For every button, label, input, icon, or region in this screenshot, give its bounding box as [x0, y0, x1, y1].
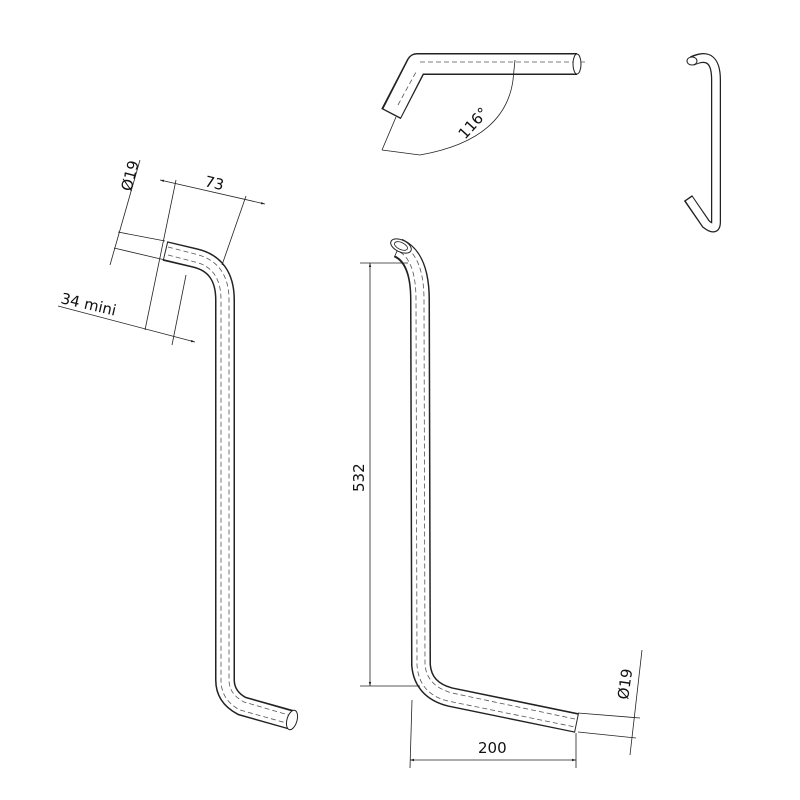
- dimension-73: 73: [144, 172, 266, 331]
- dimension-532: 532: [350, 262, 420, 687]
- tube-top-view: 116°: [381, 53, 588, 156]
- dimension-label-diameter-bottom: Ø19: [614, 667, 636, 700]
- tube-side-view: [390, 238, 580, 733]
- tube-isometric-view: [683, 53, 721, 233]
- tube-left-view: [162, 241, 299, 731]
- dimension-34-mini: 34 mini: [57, 274, 196, 346]
- dimension-diameter-top: Ø19: [109, 159, 166, 266]
- dimension-label-34-mini: 34 mini: [59, 289, 118, 319]
- dimension-label-532: 532: [350, 463, 368, 492]
- dimension-200: 200: [409, 699, 577, 769]
- dimension-label-200: 200: [478, 739, 507, 757]
- dimension-label-73: 73: [203, 172, 226, 194]
- dimension-label-diameter-top: Ø19: [117, 159, 142, 194]
- dimension-diameter-bottom: Ø19: [577, 649, 643, 756]
